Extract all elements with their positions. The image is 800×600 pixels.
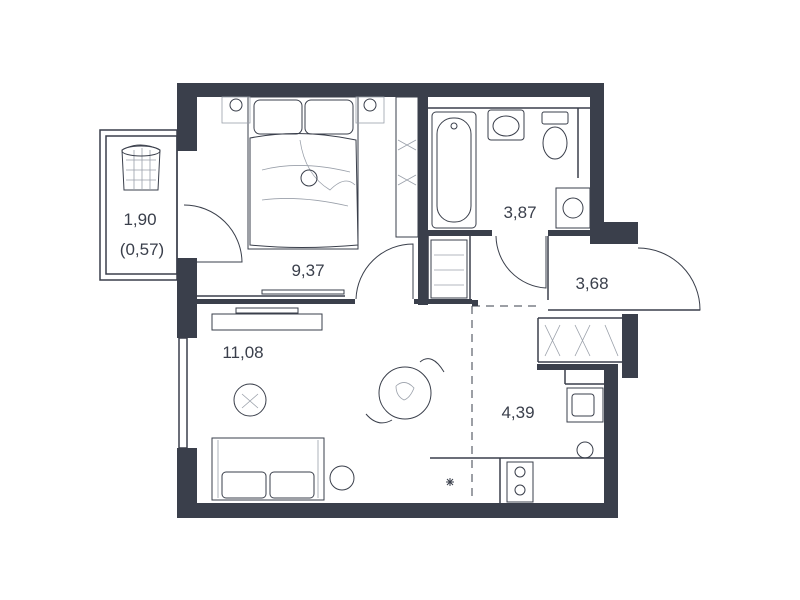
entrance-door	[637, 247, 701, 311]
window	[178, 337, 188, 449]
washbasin	[487, 109, 525, 141]
bedroom-tv	[261, 289, 345, 295]
armchair-icon	[233, 383, 267, 417]
balcony-area: 1,90	[123, 210, 156, 229]
kitchen-area: 4,39	[501, 403, 534, 422]
nightstand-right	[355, 96, 385, 124]
hall-closet	[430, 239, 468, 299]
laundry-basket-icon	[121, 144, 161, 191]
marker-icon	[446, 478, 454, 486]
bedroom-area: 9,37	[291, 261, 324, 280]
washing-machine	[555, 187, 591, 229]
balcony-reduced-area: (0,57)	[120, 240, 164, 259]
zone-lines	[471, 305, 538, 500]
hallway: 3,68	[430, 239, 701, 357]
sink	[566, 387, 604, 423]
sofa	[211, 437, 325, 501]
bathroom-door	[495, 235, 547, 289]
toilet	[541, 111, 569, 160]
living-room-area: 11,08	[222, 343, 263, 362]
hob	[506, 461, 534, 503]
hall-wardrobe	[544, 324, 619, 357]
living-room: 11,08	[178, 307, 445, 501]
balcony-door	[183, 204, 243, 263]
balcony: 1,90 (0,57)	[99, 129, 178, 281]
ceiling-light-icon	[300, 169, 318, 187]
hallway-area: 3,68	[575, 274, 608, 293]
walls	[177, 83, 638, 518]
nightstand-left	[221, 96, 251, 124]
kitchen-appliance-icon	[576, 441, 594, 459]
double-bed	[247, 96, 359, 250]
dining-table	[365, 358, 445, 424]
tv-stand	[211, 307, 323, 331]
kitchen: 4,39	[446, 387, 604, 503]
floor-lamp-icon	[329, 465, 355, 491]
bathroom: 3,87	[431, 109, 591, 289]
bathtub	[431, 111, 477, 229]
bathroom-area: 3,87	[503, 203, 536, 222]
wardrobe	[395, 96, 419, 238]
partitions	[195, 107, 700, 503]
bedroom-door	[355, 243, 414, 300]
bedroom: 9,37	[183, 96, 419, 300]
